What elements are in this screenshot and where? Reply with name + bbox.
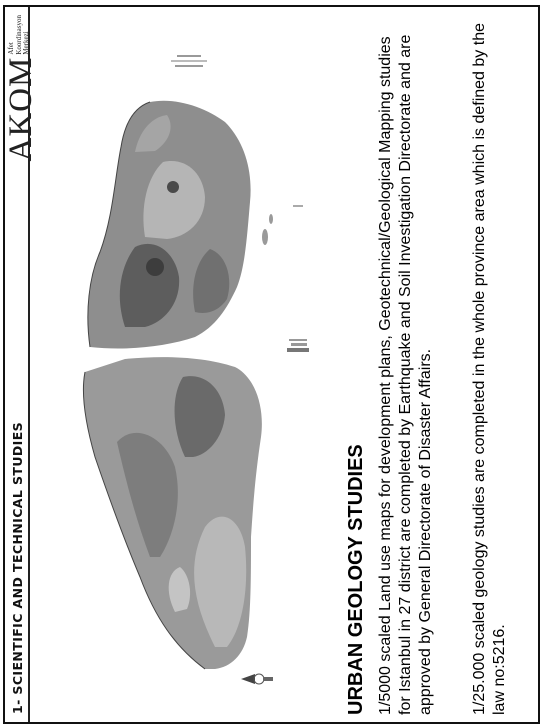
section-heading: URBAN GEOLOGY STUDIES <box>345 444 367 715</box>
logo-line-3: Merkezi <box>22 31 30 55</box>
map-legend <box>171 55 207 67</box>
header-bar: 1- SCIENTIFIC AND TECHNICAL STUDIES AKOM… <box>3 7 39 722</box>
map-title-block <box>287 339 309 352</box>
compass-icon <box>241 673 273 685</box>
logo-word: AKOM <box>3 56 39 162</box>
paragraph-land-use: 1/5000 scaled Land use maps for developm… <box>377 34 434 715</box>
akom-logo: AKOM Afet Koordinasyon Merkezi <box>3 15 39 162</box>
geology-map <box>55 7 310 707</box>
geology-map-image <box>83 55 309 685</box>
header-title: 1- SCIENTIFIC AND TECHNICAL STUDIES <box>10 421 25 714</box>
paragraph-geology-scale: 1/25.000 scaled geology studies are comp… <box>471 23 508 715</box>
logo-subtitle: Afet Koordinasyon Merkezi <box>7 15 31 55</box>
